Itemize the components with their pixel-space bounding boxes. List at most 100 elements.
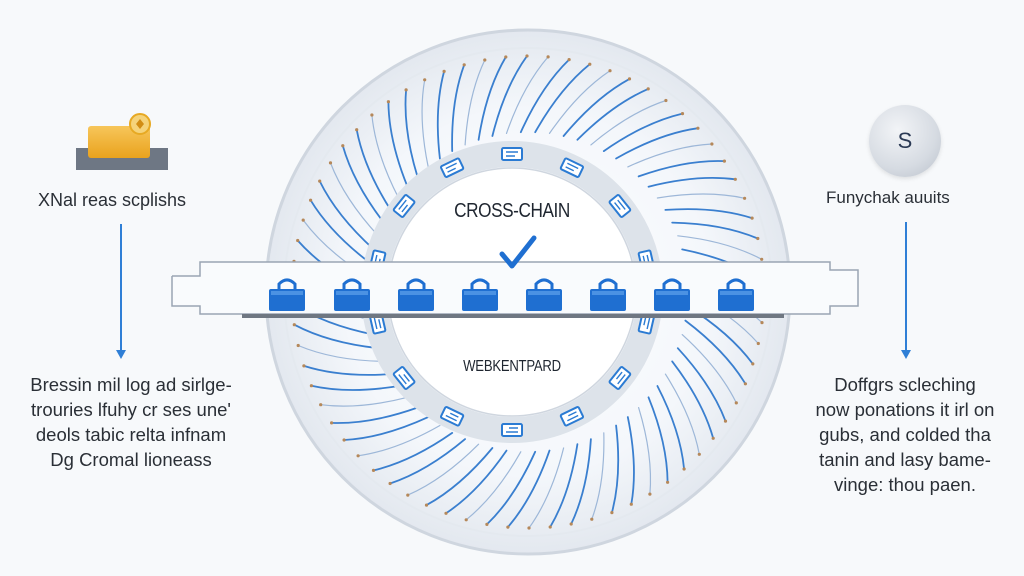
fiber-tip: [319, 403, 323, 407]
fiber-tip: [485, 522, 489, 527]
right-arrow: [901, 222, 911, 359]
fiber-strand: [436, 70, 445, 160]
fiber-tip: [464, 518, 468, 522]
fiber-strand: [684, 319, 747, 385]
fiber-strand: [309, 199, 372, 265]
fiber-tip: [341, 144, 345, 148]
fiber-strand: [638, 407, 652, 495]
fiber-tip: [309, 198, 313, 202]
fiber-tip: [506, 525, 510, 529]
rail-blocks: [269, 278, 754, 311]
fiber-tip: [309, 384, 313, 388]
fiber-tip: [751, 362, 755, 366]
avatar-s-icon: S: [869, 105, 941, 177]
fiber-tip: [682, 467, 686, 471]
fiber-tip: [356, 454, 360, 458]
ring-block-icon: [392, 366, 416, 390]
fiber-strand: [677, 235, 763, 260]
fiber-tip: [734, 401, 738, 405]
fiber-strand: [491, 55, 528, 137]
fiber-strand: [465, 451, 522, 521]
lock-block-icon: [398, 278, 434, 311]
fiber-tip: [355, 128, 359, 132]
fiber-strand: [464, 59, 486, 146]
fiber-strand: [637, 160, 726, 178]
fiber-tip: [504, 55, 508, 59]
fiber-tip: [664, 98, 668, 103]
fiber-strand: [357, 424, 441, 457]
ring-block-icon: [608, 366, 632, 390]
fiber-tip: [648, 492, 652, 496]
fiber-tip: [750, 216, 754, 220]
fiber-strand: [615, 127, 699, 160]
fiber-strand: [387, 100, 409, 188]
left-arrow: [116, 224, 126, 359]
fiber-tip: [696, 126, 700, 130]
fiber-strand: [310, 384, 400, 391]
ring-block-icon: [608, 194, 632, 218]
folder-gold-icon: [76, 113, 168, 170]
fiber-strand: [303, 365, 392, 376]
fiber-tip: [462, 63, 466, 67]
fiber-strands: [290, 54, 766, 530]
fiber-strand: [534, 63, 591, 134]
fiber-tip: [680, 112, 685, 116]
fiber-strand: [320, 396, 409, 407]
fiber-strand: [576, 88, 650, 141]
ring-block-icon: [501, 147, 523, 161]
fiber-tip: [608, 69, 612, 73]
lock-block-icon: [654, 278, 690, 311]
fiber-tip: [296, 343, 300, 348]
fiber-tip: [723, 419, 728, 423]
fiber-strand: [664, 373, 700, 455]
ring-block-icon: [439, 406, 465, 427]
fiber-tip: [301, 218, 305, 222]
fiber-tip: [406, 493, 410, 497]
fiber-strand: [627, 143, 713, 168]
left-text-line: deols tabic relta infnam: [35, 424, 227, 445]
lock-block-icon: [269, 278, 305, 311]
fiber-tip: [404, 88, 408, 92]
fiber-strand: [562, 78, 631, 137]
right-title: Funychak auuits: [826, 188, 950, 207]
fiber-strand: [602, 112, 684, 152]
fiber-strand: [341, 144, 385, 224]
fiber-strand: [486, 450, 537, 526]
fiber-tip: [760, 257, 764, 261]
fiber-strand: [318, 180, 375, 251]
fiber-tip: [370, 113, 374, 117]
ring-block-icon: [439, 157, 465, 178]
fiber-strand: [656, 385, 685, 470]
right-text-line: vinge: thou paen.: [834, 474, 976, 495]
left-text-line: Bressin mil log ad sirlge-: [30, 374, 232, 395]
fiber-strand: [355, 128, 392, 211]
fiber-tip: [546, 55, 550, 59]
fiber-strand: [647, 176, 737, 188]
fiber-tip: [342, 438, 346, 442]
fiber-tip: [318, 179, 322, 183]
fiber-strand: [656, 193, 746, 199]
fiber-strand: [371, 114, 400, 199]
fiber-strand: [676, 347, 727, 422]
fiber-tip: [567, 58, 571, 62]
fiber-tip: [627, 77, 632, 81]
fiber-strand: [590, 99, 667, 146]
avatar-letter: S: [897, 128, 913, 153]
right-text-line: gubs, and colded tha: [819, 424, 991, 445]
fiber-tip: [444, 511, 448, 515]
fiber-tip: [386, 100, 390, 104]
fiber-tip: [646, 87, 650, 91]
fiber-tip: [302, 364, 306, 368]
left-description: Bressin mil log ad sirlge- trouries lfuh…: [6, 372, 256, 472]
fiber-strand: [507, 449, 551, 528]
fiber-tip: [588, 62, 592, 66]
fiber-tip: [590, 517, 594, 521]
fiber-strand: [445, 449, 508, 515]
fiber-strand: [519, 58, 570, 134]
fiber-tip: [722, 159, 727, 163]
fiber-tip: [711, 436, 715, 440]
ring-block-icon: [392, 194, 416, 218]
fiber-strand: [647, 396, 669, 484]
fiber-tip: [328, 161, 333, 165]
